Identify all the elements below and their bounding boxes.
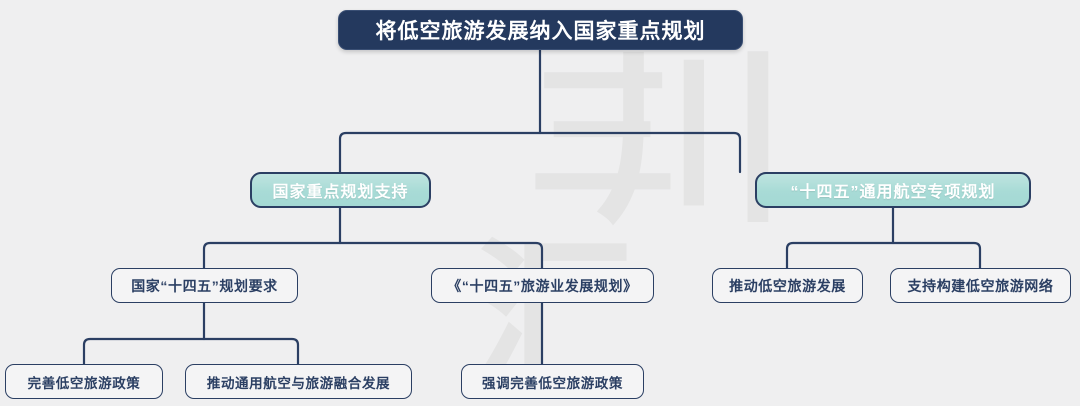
link-root-to-level2 [338,131,742,174]
link-l2b-to-children [785,241,982,270]
link-l2a-to-children [202,241,544,270]
node-level4-improve-policy[interactable]: 完善低空旅游政策 [5,364,163,399]
watermark-char-1: 三 [528,48,679,222]
node-level3-tourism-development-plan[interactable]: 《“十四五”旅游业发展规划》 [431,268,654,303]
link-l3a-to-children [82,337,300,366]
node-level2-14th-five-year-aviation-plan[interactable]: “十四五”通用航空专项规划 [755,172,1031,208]
node-level4-aviation-tourism-integration[interactable]: 推动通用航空与旅游融合发展 [185,364,412,399]
node-level4-emphasize-improve-policy[interactable]: 强调完善低空旅游政策 [461,364,644,399]
watermark-char-2: 川 [596,28,787,249]
node-root[interactable]: 将低空旅游发展纳入国家重点规划 [338,10,743,50]
node-level3-support-tourism-network[interactable]: 支持构建低空旅游网络 [890,268,1071,303]
node-level2-national-plan-support[interactable]: 国家重点规划支持 [250,172,431,208]
node-level3-national-plan-requirement[interactable]: 国家“十四五”规划要求 [111,268,298,303]
node-level3-promote-low-altitude-tourism[interactable]: 推动低空旅游发展 [712,268,863,303]
